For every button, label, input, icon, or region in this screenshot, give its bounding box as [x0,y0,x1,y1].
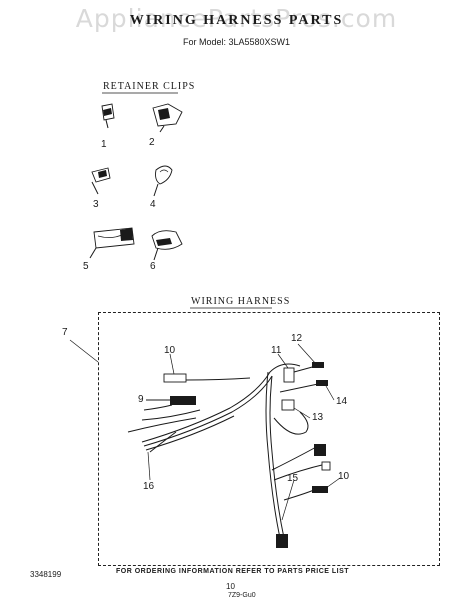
callout-2: 2 [149,137,155,148]
leader-7 [69,339,99,363]
retainer-clips-heading: RETAINER CLIPS [103,81,196,92]
leader-16 [147,451,151,481]
watermark: AppliancePartsPros.com [75,4,398,33]
callout-6: 6 [150,261,156,272]
connector-11 [283,367,295,383]
callout-11: 11 [271,345,282,356]
retainer-clip-6 [151,230,183,261]
callout-10-upper: 10 [164,345,176,356]
callout-13: 13 [312,412,324,423]
retainer-clip-3 [91,167,111,195]
retainer-clip-2 [152,103,183,133]
wiring-harness-frame [98,312,440,566]
retainer-clip-1 [101,103,115,129]
wiring-harness-assembly [127,362,331,548]
model-subtitle: For Model: 3LA5580XSW1 [182,37,291,47]
retainer-clip-5 [89,227,135,259]
leader-10b [325,477,341,489]
page-title: WIRING HARNESS PARTS [129,13,344,28]
callout-3: 3 [93,199,99,210]
callout-15: 15 [287,473,299,484]
callout-16: 16 [143,481,155,492]
callout-10-lower: 10 [338,471,350,482]
connector-bottom [276,534,288,548]
leader-11 [277,353,289,369]
callout-1: 1 [101,139,107,150]
leader-15 [281,479,295,521]
leader-10a [169,353,175,375]
connector-10-lower [312,486,328,493]
leader-12 [297,343,317,365]
callout-12: 12 [291,333,303,344]
bottom-code: 7Z9-Gu0 [228,592,256,599]
connector-10-upper [163,373,187,383]
wiring-harness-heading: WIRING HARNESS [191,296,291,307]
callout-7: 7 [62,327,68,338]
connector-12 [312,362,324,368]
ordering-note: FOR ORDERING INFORMATION REFER TO PARTS … [116,568,350,575]
leader-14 [325,385,335,401]
leader-13 [293,407,311,419]
callout-4: 4 [150,199,156,210]
page-number: 10 [226,582,235,591]
connector-13 [281,399,295,411]
callout-5: 5 [83,261,89,272]
retainer-clip-4 [153,165,173,197]
connector-14 [316,380,328,386]
callout-14: 14 [336,396,348,407]
connector-lower-plug [314,444,326,456]
document-number: 3348199 [30,570,62,579]
callout-9: 9 [138,394,144,405]
connector-9 [170,396,196,405]
